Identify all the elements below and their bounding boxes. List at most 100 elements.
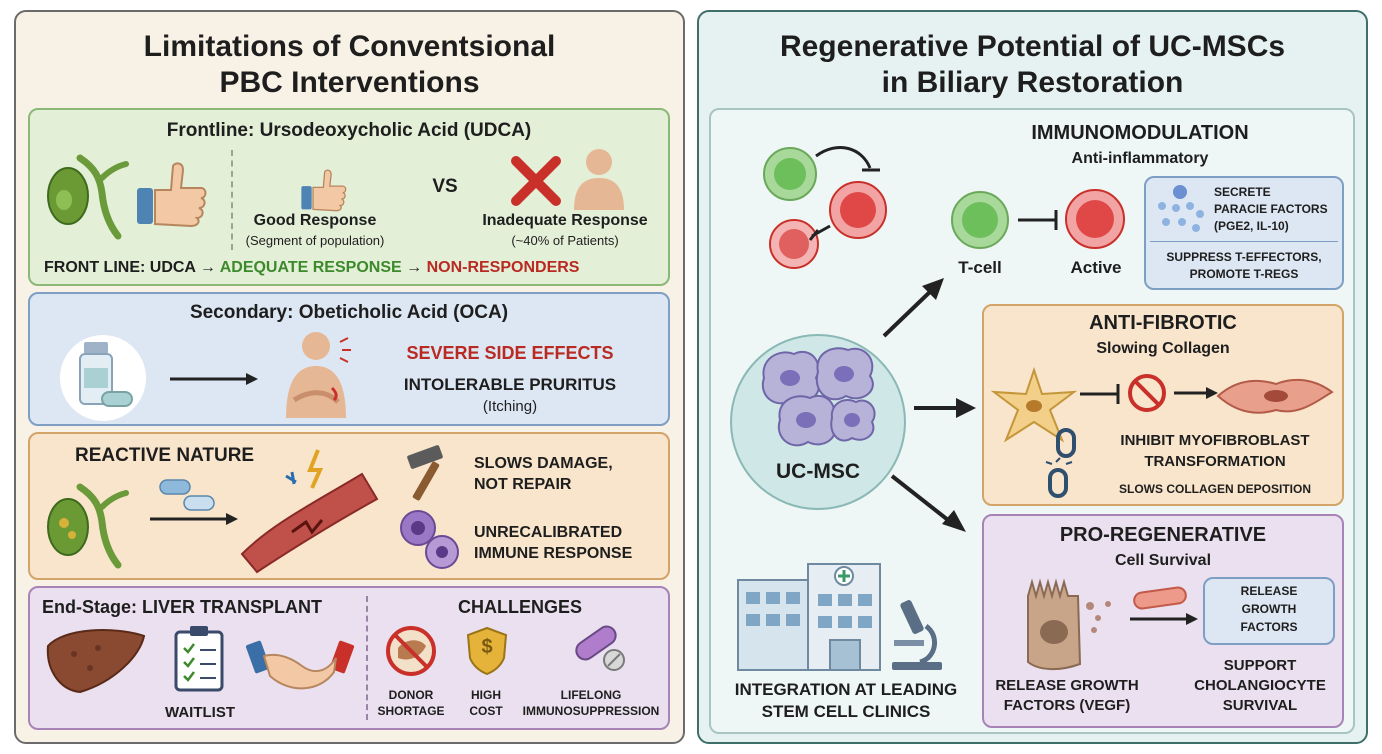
tcell-icon bbox=[951, 191, 1009, 249]
growth-factor-capsule-icon bbox=[1133, 586, 1187, 610]
challenge2-l2: COST bbox=[469, 704, 503, 718]
oca-heading: Secondary: Obeticholic Acid (OCA) bbox=[189, 302, 509, 323]
right-title-line1: Regenerative Potential of UC-MSCs bbox=[779, 30, 1286, 63]
inhibit-l1: INHIBIT MYOFIBROBLAST bbox=[1120, 432, 1310, 449]
clipboard-icon bbox=[174, 626, 224, 692]
paracrine-dots-icon bbox=[1158, 185, 1204, 232]
flow-udca: FRONT LINE: UDCA bbox=[44, 259, 196, 276]
good-response-sub: (Segment of population) bbox=[245, 233, 385, 248]
inhibit-l2: TRANSFORMATION bbox=[1144, 453, 1286, 470]
arrow-right-icon bbox=[1130, 613, 1198, 625]
reactive-point1-l2: NOT REPAIR bbox=[474, 476, 572, 493]
red-x-icon bbox=[511, 156, 561, 206]
release-l1: RELEASE GROWTH bbox=[995, 677, 1139, 694]
slows-collagen: SLOWS COLLAGEN DEPOSITION bbox=[1118, 482, 1311, 496]
active-cell-icon bbox=[1065, 189, 1125, 249]
tcell-label: T-cell bbox=[958, 258, 1002, 277]
left-title-line2: PBC Interventions bbox=[219, 66, 480, 99]
reactive-point2-l1: UNRECALIBRATED bbox=[474, 524, 623, 541]
cost-shield-icon bbox=[466, 626, 508, 676]
suppress-l2: PROMOTE T-REGS bbox=[1189, 267, 1299, 281]
cholangiocyte-icon bbox=[1027, 578, 1111, 670]
suppress-l1: SUPPRESS T-EFFECTORS, bbox=[1166, 250, 1322, 264]
damaged-duct-icon bbox=[240, 449, 379, 574]
secrete-l1: SECRETE bbox=[1214, 185, 1271, 199]
endstage-divider bbox=[366, 596, 368, 720]
pill-icon bbox=[575, 625, 625, 671]
broken-chain-icon bbox=[1045, 428, 1076, 498]
pill-bottle-icon bbox=[79, 342, 133, 407]
vs-label: VS bbox=[432, 176, 458, 197]
prohibit-icon bbox=[1128, 374, 1166, 412]
inhibit-arrow-icon bbox=[1018, 210, 1058, 230]
secrete-divider bbox=[1150, 241, 1338, 242]
release-l2: FACTORS (VEGF) bbox=[1003, 697, 1131, 714]
challenge1-l2: SHORTAGE bbox=[377, 704, 445, 718]
ucmsc-label: UC-MSC bbox=[776, 460, 860, 483]
no-donor-icon bbox=[386, 626, 436, 676]
support-l1: SUPPORT bbox=[1223, 657, 1297, 674]
inhibit-arrow-icon bbox=[1080, 384, 1120, 404]
udca-flow: FRONT LINE: UDCA → ADEQUATE RESPONSE → N… bbox=[44, 259, 664, 277]
itching-person-icon bbox=[286, 332, 351, 418]
regen-heading: PRO-REGENERATIVE bbox=[1059, 524, 1267, 546]
right-title-line2: in Biliary Restoration bbox=[881, 66, 1184, 99]
stem-cells-icon bbox=[761, 347, 876, 447]
secrete-l3: (PGE2, IL-10) bbox=[1214, 219, 1289, 233]
challenge3-l1: LIFELONG bbox=[560, 688, 622, 702]
arrow-right-icon bbox=[170, 373, 258, 385]
bad-response-label: Inadequate Response bbox=[482, 212, 648, 229]
support-l3: SURVIVAL bbox=[1222, 697, 1298, 714]
immune-cells-icon bbox=[400, 510, 459, 569]
gallbladder-icon bbox=[47, 154, 129, 240]
stellate-cell-icon bbox=[990, 366, 1078, 443]
patient-icon bbox=[574, 149, 624, 210]
hospital-icon bbox=[737, 563, 881, 671]
left-title-line1: Limitations of Conventsional bbox=[143, 30, 556, 63]
arrows-from-ucmsc-icon bbox=[882, 278, 976, 532]
fibrotic-heading: ANTI-FIBROTIC bbox=[1089, 312, 1237, 334]
thumbs-up-small-icon bbox=[301, 169, 347, 212]
udca-box bbox=[28, 108, 670, 286]
release-box-l1: RELEASE bbox=[1240, 584, 1298, 598]
cell-interaction-icon bbox=[763, 146, 887, 269]
regen-sub: Cell Survival bbox=[1114, 552, 1212, 569]
flow-arrow-icon: → bbox=[199, 259, 220, 276]
challenges-label: CHALLENGES bbox=[457, 597, 582, 617]
myofibroblast-icon bbox=[1216, 378, 1334, 414]
hammer-icon bbox=[407, 445, 443, 501]
liver-icon bbox=[46, 629, 146, 694]
release-box bbox=[1203, 577, 1335, 645]
active-label: Active bbox=[1070, 258, 1122, 277]
endstage-heading: End-Stage: LIVER TRANSPLANT bbox=[42, 597, 323, 617]
release-box-l2: GROWTH bbox=[1241, 602, 1297, 616]
secrete-l2: PARACIE FACTORS bbox=[1214, 202, 1328, 216]
flow-arrow-icon: → bbox=[406, 259, 427, 276]
release-box-l3: FACTORS bbox=[1240, 620, 1298, 634]
support-l2: CHOLANGIOCYTE bbox=[1194, 677, 1326, 694]
flow-adequate: ADEQUATE RESPONSE bbox=[219, 259, 402, 276]
cost-symbol: $ bbox=[481, 636, 493, 658]
immuno-heading: IMMUNOMODULATION bbox=[1031, 122, 1249, 144]
udca-divider bbox=[231, 150, 233, 250]
fibrotic-sub: Slowing Collagen bbox=[1096, 340, 1230, 357]
challenge3-l2: IMMUNOSUPPRESSION bbox=[522, 704, 660, 718]
challenge1-l1: DONOR bbox=[388, 688, 434, 702]
challenge2-l1: HIGH bbox=[471, 688, 501, 702]
clinics-l2: STEM CELL CLINICS bbox=[761, 702, 931, 721]
oca-effect-3: (Itching) bbox=[482, 398, 538, 415]
clinics-l1: INTEGRATION AT LEADING bbox=[734, 680, 958, 699]
oca-effect-1: SEVERE SIDE EFFECTS bbox=[406, 343, 614, 363]
good-response-label: Good Response bbox=[253, 212, 377, 229]
bad-response-sub: (~40% of Patients) bbox=[511, 233, 619, 248]
reactive-heading: REACTIVE NATURE bbox=[75, 445, 255, 466]
waitlist-label: WAITLIST bbox=[165, 704, 235, 721]
oca-effect-2: INTOLERABLE PRURITUS bbox=[403, 375, 617, 394]
reactive-point2-l2: IMMUNE RESPONSE bbox=[474, 545, 633, 562]
flow-nonresponders: NON-RESPONDERS bbox=[426, 259, 580, 276]
immuno-sub: Anti-inflammatory bbox=[1071, 150, 1209, 167]
thumbs-up-icon bbox=[137, 162, 207, 228]
microscope-icon bbox=[892, 600, 942, 670]
reactive-point1-l1: SLOWS DAMAGE, bbox=[474, 455, 613, 472]
arrow-right-icon bbox=[1174, 387, 1218, 399]
